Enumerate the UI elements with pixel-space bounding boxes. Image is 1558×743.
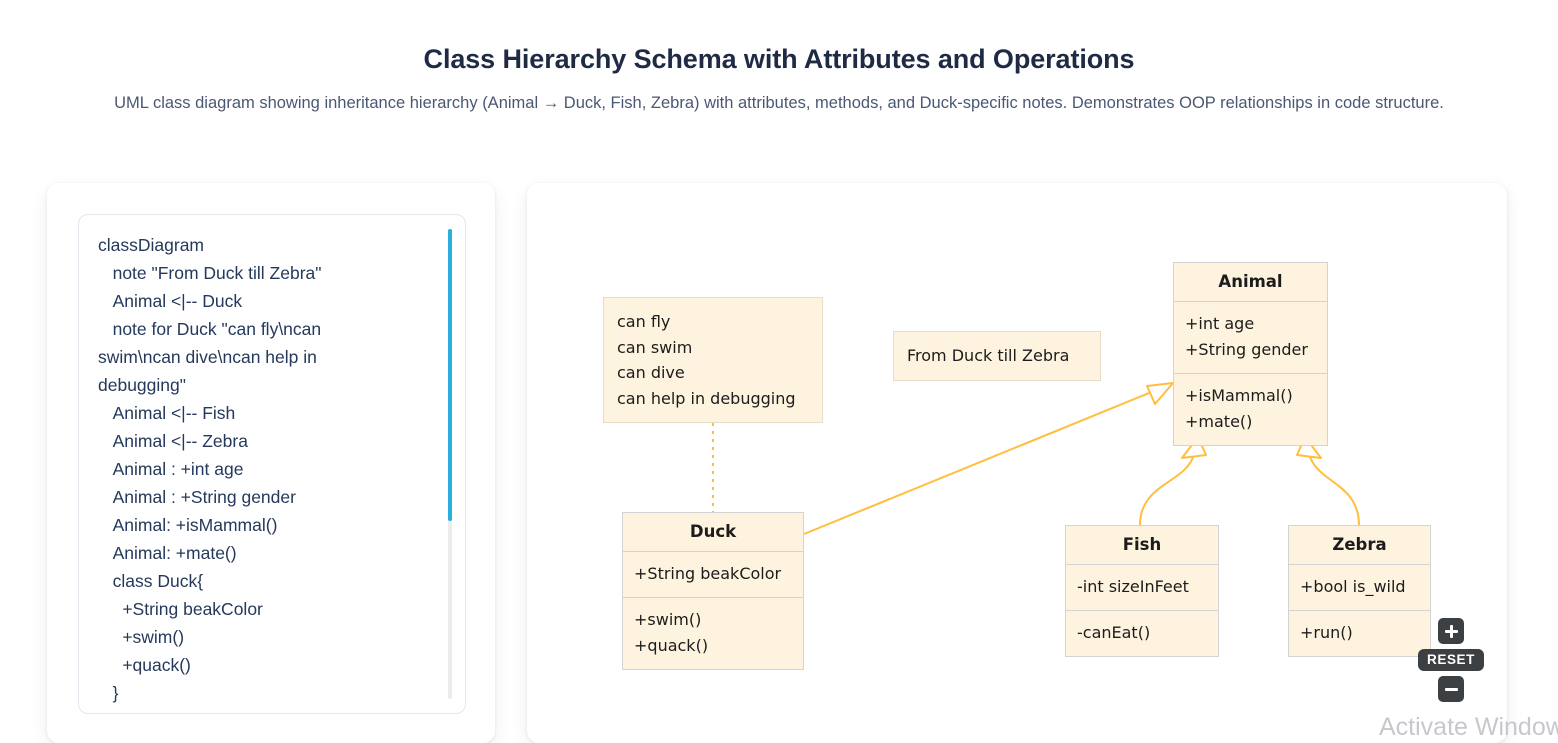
class-methods-animal: +isMammal() +mate() — [1185, 386, 1293, 431]
zoom-out-button[interactable] — [1438, 676, 1464, 702]
class-node-fish[interactable]: Fish -int sizeInFeet -canEat() — [1065, 525, 1219, 657]
class-node-animal[interactable]: Animal +int age +String gender +isMammal… — [1173, 262, 1328, 446]
zoom-reset-button[interactable]: RESET — [1417, 649, 1484, 671]
minus-icon — [1444, 683, 1458, 696]
note-general: From Duck till Zebra — [893, 331, 1101, 381]
diagram-stage[interactable]: From Duck till Zebra can fly can swim ca… — [527, 183, 1507, 743]
zoom-controls: RESET — [1415, 618, 1487, 702]
class-name-animal: Animal — [1174, 263, 1327, 302]
plus-icon — [1444, 624, 1458, 638]
note-general-text: From Duck till Zebra — [907, 346, 1070, 365]
page-header: Class Hierarchy Schema with Attributes a… — [0, 0, 1558, 116]
class-node-zebra[interactable]: Zebra +bool is_wild +run() — [1288, 525, 1431, 657]
code-scrollbar-track[interactable] — [448, 229, 452, 699]
activate-windows-watermark: Activate Windows — [1379, 713, 1558, 741]
edge-fish-to-animal — [1139, 453, 1195, 526]
class-methods-fish: -canEat() — [1077, 623, 1151, 642]
class-name-duck: Duck — [623, 513, 803, 552]
class-attributes-duck: +String beakColor — [623, 552, 803, 598]
code-source-text: classDiagram note "From Duck till Zebra"… — [98, 235, 322, 703]
page-title: Class Hierarchy Schema with Attributes a… — [423, 44, 1135, 74]
class-name-fish: Fish — [1066, 526, 1218, 565]
class-attributes-zebra: +bool is_wild — [1289, 565, 1430, 611]
code-scrollbar-thumb[interactable] — [448, 229, 452, 521]
zoom-in-button[interactable] — [1438, 618, 1464, 644]
class-methods-duck: +swim() +quack() — [634, 610, 709, 655]
arrowhead-duck-to-animal — [1146, 382, 1174, 405]
edge-zebra-to-animal — [1308, 453, 1360, 526]
class-attributes-animal: +int age +String gender — [1174, 302, 1327, 374]
code-panel: classDiagram note "From Duck till Zebra"… — [47, 183, 495, 743]
class-attributes-fish: -int sizeInFeet — [1066, 565, 1218, 611]
page-subtitle: UML class diagram showing inheritance hi… — [114, 94, 1444, 112]
panels-container: classDiagram note "From Duck till Zebra"… — [0, 183, 1558, 743]
code-editor[interactable]: classDiagram note "From Duck till Zebra"… — [78, 214, 466, 714]
diagram-edges — [712, 382, 1360, 535]
class-name-zebra: Zebra — [1289, 526, 1430, 565]
edge-duck-to-animal — [803, 390, 1155, 535]
diagram-panel[interactable]: From Duck till Zebra can fly can swim ca… — [527, 183, 1507, 743]
note-duck: can fly can swim can dive can help in de… — [603, 297, 823, 423]
class-methods-zebra: +run() — [1300, 623, 1353, 642]
class-node-duck[interactable]: Duck +String beakColor +swim() +quack() — [622, 512, 804, 670]
